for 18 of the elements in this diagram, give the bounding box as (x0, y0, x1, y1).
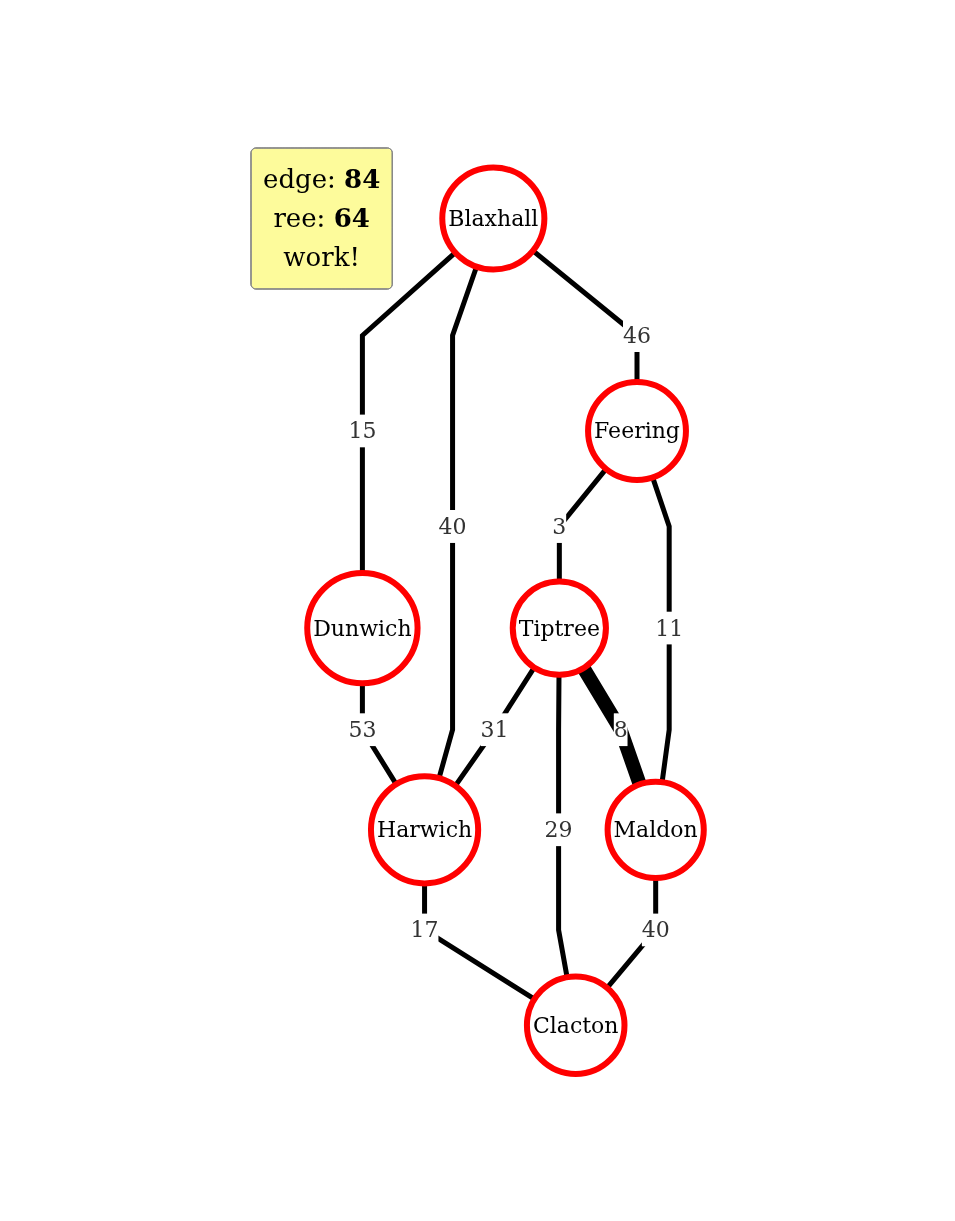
edge-label: 8 (613, 716, 628, 742)
edge-label: 31 (480, 716, 509, 742)
edge-label: 29 (544, 816, 573, 842)
node-circle: Dunwich (304, 569, 421, 686)
edge-label: 11 (655, 615, 684, 641)
edge-label: 3 (552, 513, 567, 539)
edge-label: 46 (623, 322, 652, 348)
node-circle: Maldon (604, 778, 707, 881)
node-circle: Blaxhall (439, 163, 548, 273)
edge-label: 15 (348, 417, 377, 443)
node-circle: Feering (585, 378, 690, 483)
edge-label: 53 (348, 716, 377, 742)
edge-label: 40 (641, 916, 670, 942)
node-circle: Harwich (368, 772, 482, 886)
node-circle: Clacton (524, 972, 628, 1077)
node-circle: Tiptree (509, 577, 610, 678)
edge-label: 40 (438, 513, 467, 539)
edge-label: 17 (410, 916, 439, 942)
